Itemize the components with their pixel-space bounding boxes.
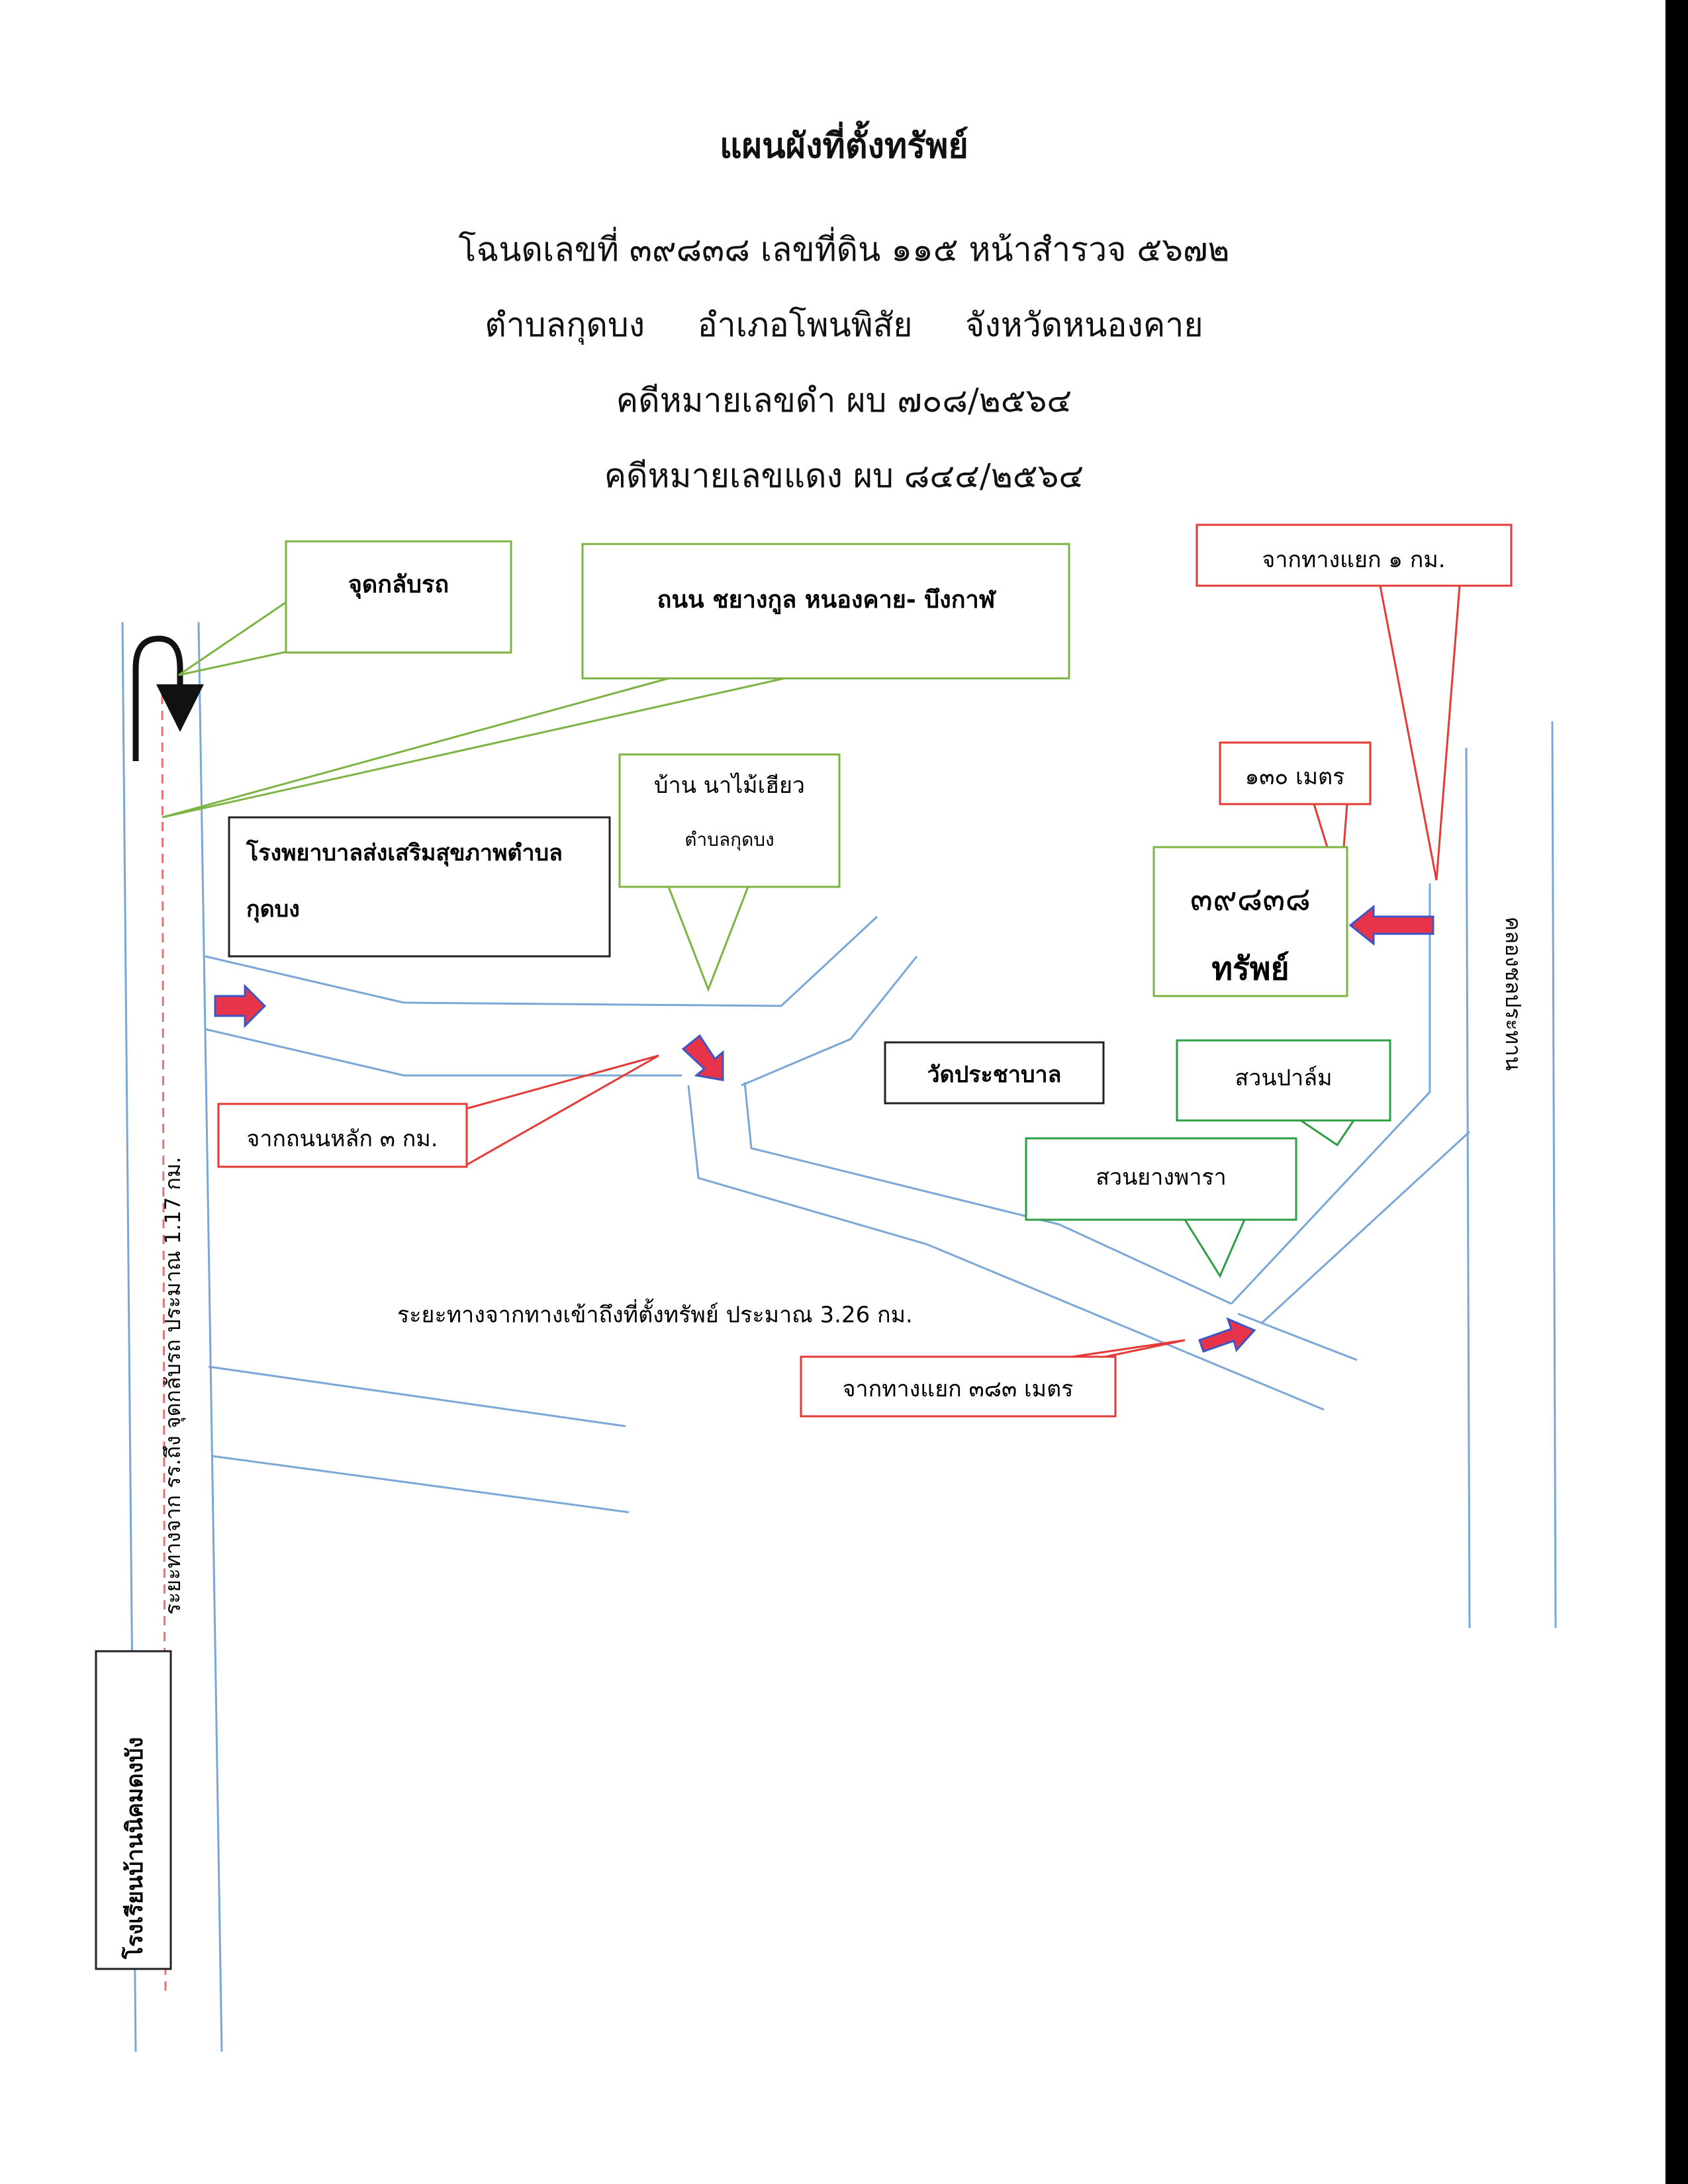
village-name-label: บ้าน นาไม้เฮียว xyxy=(654,772,805,799)
junction-383m-callout: จากทางแยก ๓๘๓ เมตร xyxy=(800,1339,1186,1418)
distance-to-property-label: ระยะทางจากทางเข้าถึงที่ตั้งทรัพย์ ประมาณ… xyxy=(397,1298,913,1328)
access-road-right xyxy=(1551,721,1557,1629)
school-box: โรงเรียนบ้านนิคมดงบัง xyxy=(95,1650,172,1970)
hospital-label-line2: กุดบง xyxy=(246,896,300,923)
junction-spur xyxy=(1237,1312,1358,1361)
distance-school-uturn-label: ระยะทางจาก รร.ถึง จุดกลับรถ ประมาณ 1.17 … xyxy=(160,1157,186,1615)
main-road-label: ถนน ชยางกูล หนองคาย- บึงกาฬ xyxy=(657,586,997,615)
village-subdistrict-label: ตำบลกุดบง xyxy=(684,829,774,851)
property-box: ๓๙๘๓๘ ทรัพย์ xyxy=(1152,846,1348,997)
irrigation-canal-label: คลองชลประทาน xyxy=(1501,917,1526,1071)
arrow-left-icon xyxy=(1348,904,1434,946)
lower-road-1 xyxy=(208,1365,626,1428)
u-turn-callout: จุดกลับรถ xyxy=(178,540,512,676)
temple-label: วัดประชาบาล xyxy=(927,1062,1062,1088)
page-title: แผนผังที่ตั้งทรัพย์ xyxy=(720,126,968,166)
access-road-left xyxy=(1465,747,1471,1629)
property-word-label: ทรัพย์ xyxy=(1211,950,1289,987)
direction-arrows xyxy=(214,904,1434,1353)
rubber-garden-callout: สวนยางพารา xyxy=(1025,1137,1297,1279)
arrow-right-icon xyxy=(214,983,267,1028)
u-turn-label: จุดกลับรถ xyxy=(348,571,449,600)
lower-road-2 xyxy=(211,1455,630,1514)
village-road-top xyxy=(741,956,918,1087)
distance-130m-label: ๑๓๐ เมตร xyxy=(1245,764,1345,790)
arrow-right-lower-icon xyxy=(1198,1317,1256,1353)
black-case-line: คดีหมายเลขดำ ผบ ๗๐๘/๒๕๖๔ xyxy=(616,381,1072,420)
main-road-3km-callout: จากถนนหลัก ๓ กม. xyxy=(217,1054,659,1168)
school-label: โรงเรียนบ้านนิคมดงบัง xyxy=(121,1737,148,1960)
access-link-2 xyxy=(1260,1130,1471,1325)
main-road-callout: ถนน ชยางกูล หนองคาย- บึงกาฬ xyxy=(162,543,1070,819)
u-turn-icon xyxy=(132,635,204,761)
rubber-garden-label: สวนยางพารา xyxy=(1096,1164,1227,1191)
temple-box: วัดประชาบาล xyxy=(884,1041,1105,1105)
palm-garden-label: สวนปาล์ม xyxy=(1235,1065,1332,1091)
palm-garden-callout: สวนปาล์ม xyxy=(1176,1039,1391,1147)
main-road-3km-label: จากถนนหลัก ๓ กม. xyxy=(246,1126,438,1152)
village-callout: บ้าน นาไม้เฮียว ตำบลกุดบง xyxy=(618,753,841,993)
hospital-label-line1: โรงพยาบาลส่งเสริมสุขภาพตำบล xyxy=(246,839,563,867)
arrow-down-right-icon xyxy=(681,1034,724,1081)
red-case-line: คดีหมายเลขแดง ผบ ๘๔๔/๒๕๖๔ xyxy=(604,457,1084,495)
access-link-1 xyxy=(1230,884,1431,1305)
property-road-bottom xyxy=(687,1085,1325,1411)
property-number-label: ๓๙๘๓๘ xyxy=(1190,880,1311,918)
location-line: ตำบลกุดบง อำเภอโพนพิสัย จังหวัดหนองคาย xyxy=(485,306,1203,344)
junction-1km-callout: จากทางแยก ๑ กม. xyxy=(1196,523,1513,881)
hospital-road-top xyxy=(205,915,878,1007)
junction-383m-label: จากทางแยก ๓๘๓ เมตร xyxy=(843,1376,1074,1402)
hospital-box: โรงพยาบาลส่งเสริมสุขภาพตำบล กุดบง xyxy=(228,816,611,958)
junction-1km-label: จากทางแยก ๑ กม. xyxy=(1262,547,1445,573)
scan-border xyxy=(1665,0,1688,2184)
property-road-top xyxy=(743,1081,1232,1305)
deed-line: โฉนดเลขที่ ๓๙๘๓๘ เลขที่ดิน ๑๑๕ หน้าสำรวจ… xyxy=(458,230,1230,269)
main-road-right-edge xyxy=(197,621,223,2052)
